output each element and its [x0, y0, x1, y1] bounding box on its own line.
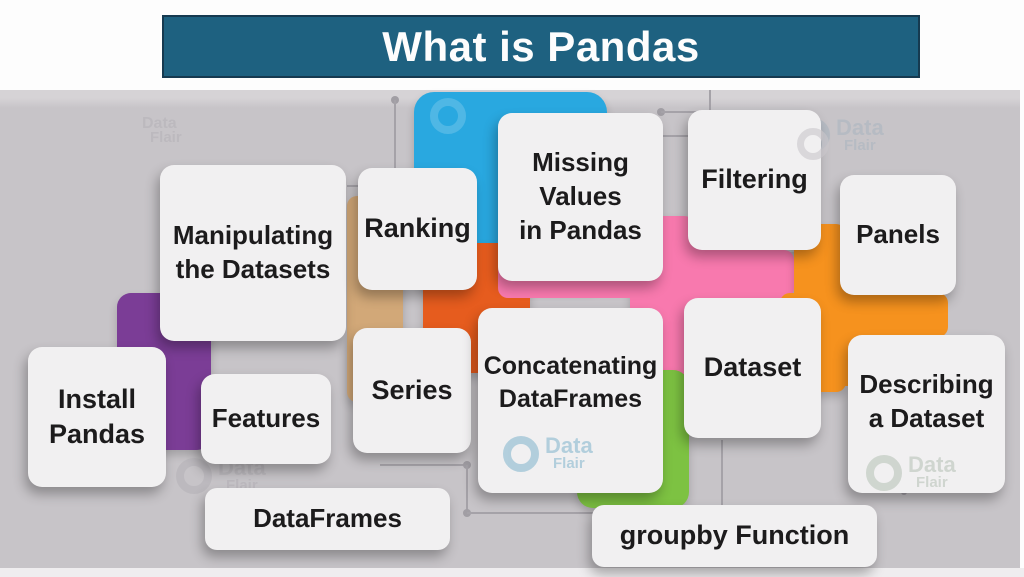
topic-card-dataset: Dataset [684, 298, 821, 438]
watermark-word: Data [908, 452, 956, 477]
topic-card-groupby-function: groupby Function [592, 505, 877, 567]
watermark-word: Flair [844, 136, 876, 154]
topic-label: Install Pandas [48, 383, 146, 449]
topic-label: DataFrames [253, 503, 402, 534]
topic-card-install-pandas: Install Pandas [28, 347, 166, 487]
topic-label: Filtering [701, 164, 808, 195]
topic-card-panels: Panels [840, 175, 956, 295]
topic-card-manipulating-the-datasets: Manipulating the Datasets [160, 165, 346, 341]
topic-label: groupby Function [619, 520, 850, 551]
topic-card-ranking: Ranking [358, 168, 477, 290]
watermark-word: Data [545, 433, 593, 458]
dataflair-watermark [430, 98, 466, 134]
dataflair-logo-icon [797, 128, 829, 160]
topic-label: Series [371, 374, 453, 405]
dataflair-logo-icon [430, 98, 466, 134]
dataflair-logo-icon [176, 458, 212, 494]
topic-label: Describing a Dataset [859, 369, 994, 433]
topic-label: Ranking [364, 213, 471, 244]
dataflair-watermark [797, 128, 829, 160]
watermark-word: Data [836, 115, 884, 140]
topic-label: Manipulating the Datasets [172, 220, 334, 284]
topic-card-filtering: Filtering [688, 110, 821, 250]
connector-line [467, 512, 595, 514]
watermark-word: Flair [916, 473, 948, 491]
topic-card-series: Series [353, 328, 471, 453]
topic-card-missing-values-in-pandas: Missing Values in Pandas [498, 113, 663, 281]
topic-label: Features [211, 403, 321, 434]
infographic-title: What is Pandas [382, 22, 700, 70]
watermark-word: Flair [150, 129, 182, 147]
dataflair-logo-icon [503, 436, 539, 472]
title-banner: What is Pandas [162, 15, 920, 78]
topic-label: Panels [856, 219, 940, 250]
connector-line [721, 440, 723, 508]
connector-line [661, 111, 711, 113]
topic-card-features: Features [201, 374, 331, 464]
topic-label: Concatenating DataFrames [483, 352, 658, 413]
connector-line [663, 135, 710, 137]
connector-line [466, 465, 468, 513]
topic-label: Missing Values in Pandas [519, 147, 642, 245]
connector-line [394, 100, 396, 187]
watermark-word: Flair [553, 454, 585, 472]
topic-label: Dataset [703, 352, 802, 383]
dataflair-logo-icon [866, 455, 902, 491]
topic-card-dataframes: DataFrames [205, 488, 450, 550]
watermark-word: Data [142, 115, 177, 132]
connector-line [380, 464, 468, 466]
footer-strip [0, 568, 1024, 577]
